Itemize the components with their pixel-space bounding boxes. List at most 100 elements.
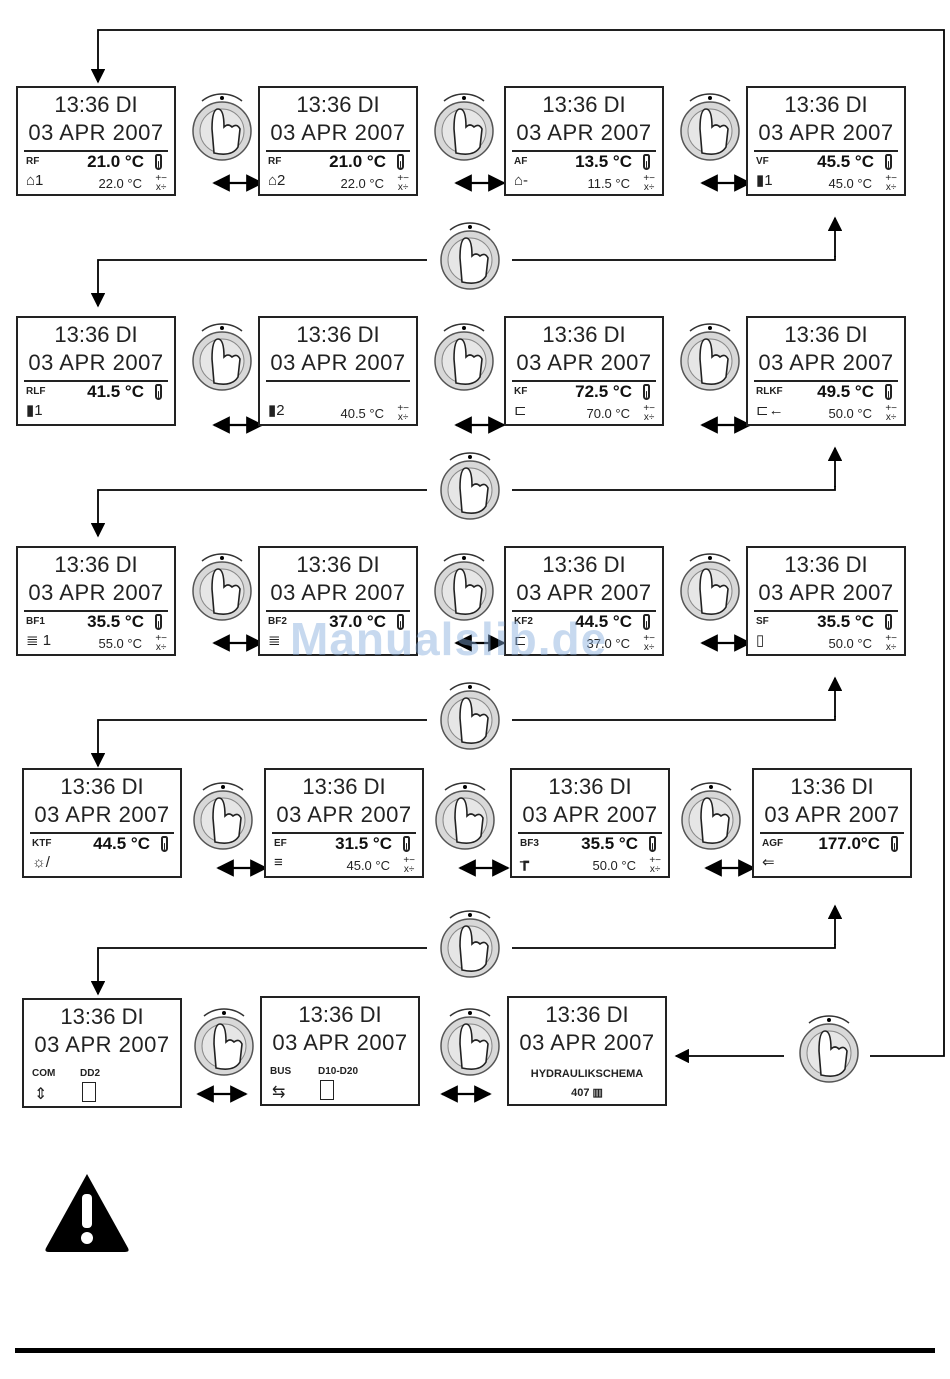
screen-date: 03 APR 2007 bbox=[516, 580, 652, 605]
thermometer-icon bbox=[649, 836, 656, 852]
rotary-knob-icon[interactable] bbox=[434, 93, 494, 161]
screen-divider bbox=[266, 380, 410, 382]
plus-minus-icon: +−x÷ bbox=[403, 855, 415, 875]
bus-arrows-icon: ⇆ bbox=[272, 1084, 286, 1101]
sensor-label: AGF bbox=[762, 838, 784, 849]
plus-minus-icon: +−x÷ bbox=[155, 633, 167, 653]
screen-divider bbox=[760, 832, 904, 834]
com-arrows-icon: ⇕ bbox=[34, 1086, 48, 1103]
sensor-value: 49.5 °C bbox=[817, 382, 874, 401]
rotary-knob-icon[interactable] bbox=[192, 553, 252, 621]
screen-date: 03 APR 2007 bbox=[516, 120, 652, 145]
setpoint-value: 70.0 °C bbox=[586, 406, 630, 421]
thermometer-icon bbox=[397, 614, 404, 630]
boiler-icon: ⊏ bbox=[514, 402, 527, 419]
sensor-value: 35.5 °C bbox=[581, 834, 638, 853]
screen-time: 13:36 DI bbox=[784, 92, 868, 117]
sensor-label: BF1 bbox=[26, 616, 45, 627]
tank-1-icon: ≣ 1 bbox=[26, 632, 52, 649]
rotary-knob-icon[interactable] bbox=[194, 1008, 254, 1076]
screen-date: 03 APR 2007 bbox=[270, 120, 406, 145]
screen-time: 13:36 DI bbox=[54, 322, 138, 347]
solar-collector-icon: ☼/ bbox=[32, 854, 50, 871]
thermometer-icon bbox=[155, 614, 162, 630]
sensor-value: 21.0 °C bbox=[87, 152, 144, 171]
setpoint-value: 50.0 °C bbox=[828, 406, 872, 421]
info-label-2: DD2 bbox=[80, 1068, 101, 1079]
screen-date: 03 APR 2007 bbox=[28, 350, 164, 375]
info-label-2: D10-D20 bbox=[318, 1066, 359, 1077]
screen-time: 13:36 DI bbox=[302, 774, 386, 799]
rotary-knob-icon[interactable] bbox=[193, 782, 253, 850]
house-1-icon: ⌂1 bbox=[26, 172, 44, 189]
screen-divider bbox=[30, 832, 174, 834]
screen-date: 03 APR 2007 bbox=[34, 1032, 170, 1057]
sensor-label: VF bbox=[756, 156, 769, 167]
thermometer-icon bbox=[643, 614, 650, 630]
screen-divider bbox=[266, 610, 410, 612]
setpoint-value: 45.0 °C bbox=[828, 176, 872, 191]
screen-divider bbox=[512, 150, 656, 152]
thermometer-icon bbox=[891, 836, 898, 852]
rotary-knob-icon[interactable] bbox=[440, 222, 500, 290]
sensor-value: 72.5 °C bbox=[575, 382, 632, 401]
rotary-knob-icon[interactable] bbox=[434, 553, 494, 621]
rotary-knob-icon[interactable] bbox=[681, 782, 741, 850]
screen-date: 03 APR 2007 bbox=[522, 802, 658, 827]
rotary-knob-icon[interactable] bbox=[435, 782, 495, 850]
watermark-text: Manualslib.de bbox=[290, 613, 608, 665]
storage-icon: ▯ bbox=[756, 632, 765, 649]
screen-date: 03 APR 2007 bbox=[28, 120, 164, 145]
flow-line-down bbox=[90, 719, 427, 768]
thermometer-icon bbox=[885, 384, 892, 400]
setpoint-value: 37.0 °C bbox=[586, 636, 630, 651]
screen-date: 03 APR 2007 bbox=[272, 1030, 408, 1055]
radiator-icon: ≡ bbox=[274, 854, 283, 871]
rotary-knob-icon[interactable] bbox=[192, 323, 252, 391]
flow-line-down bbox=[90, 489, 427, 538]
rotary-knob-icon[interactable] bbox=[192, 93, 252, 161]
screen-divider bbox=[24, 610, 168, 612]
rotary-knob-icon[interactable] bbox=[680, 93, 740, 161]
screen-divider bbox=[754, 150, 898, 152]
rotary-knob-icon[interactable] bbox=[434, 323, 494, 391]
screen-date: 03 APR 2007 bbox=[519, 1030, 655, 1055]
rotary-knob-icon[interactable] bbox=[440, 1008, 500, 1076]
screen-time: 13:36 DI bbox=[296, 322, 380, 347]
setpoint-value: 22.0 °C bbox=[98, 176, 142, 191]
screen-time: 13:36 DI bbox=[298, 1002, 382, 1027]
screen-divider bbox=[266, 150, 410, 152]
screen-time: 13:36 DI bbox=[784, 552, 868, 577]
plus-minus-icon: +−x÷ bbox=[397, 173, 409, 193]
rotary-knob-icon[interactable] bbox=[440, 682, 500, 750]
screen-divider bbox=[24, 150, 168, 152]
screen-time: 13:36 DI bbox=[784, 322, 868, 347]
rotary-knob-icon[interactable] bbox=[440, 452, 500, 520]
rotary-knob-icon[interactable] bbox=[799, 1015, 859, 1083]
plus-minus-icon: +−x÷ bbox=[643, 633, 655, 653]
setpoint-value: 45.0 °C bbox=[346, 858, 390, 873]
screen-date: 03 APR 2007 bbox=[764, 802, 900, 827]
screen-date: 03 APR 2007 bbox=[758, 120, 894, 145]
screen-time: 13:36 DI bbox=[54, 92, 138, 117]
thermometer-icon bbox=[643, 154, 650, 170]
plus-minus-icon: +−x÷ bbox=[885, 403, 897, 423]
rotary-knob-icon[interactable] bbox=[440, 910, 500, 978]
setpoint-value: 22.0 °C bbox=[340, 176, 384, 191]
sensor-value: 31.5 °C bbox=[335, 834, 392, 853]
thermometer-icon bbox=[643, 384, 650, 400]
plus-minus-icon: +−x÷ bbox=[649, 855, 661, 875]
rotary-knob-icon[interactable] bbox=[680, 553, 740, 621]
rotary-knob-icon[interactable] bbox=[680, 323, 740, 391]
